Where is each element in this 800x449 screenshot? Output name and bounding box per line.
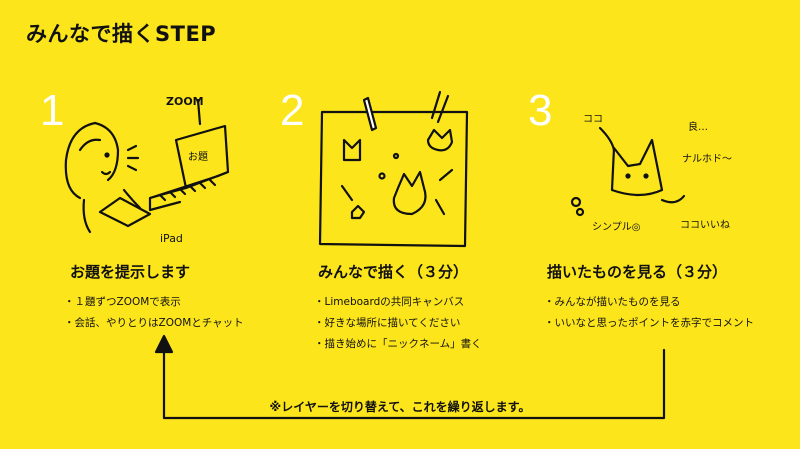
page-title: みんなで描くSTEP <box>26 22 217 46</box>
step-3-heading: 描いたものを見る（３分） <box>547 263 728 281</box>
ii-label: 良… <box>688 122 708 133</box>
canvas-board-sketch <box>318 90 469 248</box>
step-2-number: 2 <box>280 86 305 135</box>
naruhodo-label: ナルホド〜 <box>682 154 732 165</box>
koko-iine-label: ココいいね <box>680 220 730 231</box>
person-sketch <box>64 121 152 234</box>
ipad-label: iPad <box>160 232 183 245</box>
step-2-bullets: Limeboardの共同キャンバス 好きな場所に描いてください 描き始めに「ニッ… <box>314 292 482 355</box>
step-1-number: 1 <box>40 86 65 135</box>
list-item: 会話、やりとりはZOOMとチャット <box>64 313 244 334</box>
list-item: 描き始めに「ニックネーム」書く <box>314 334 482 355</box>
list-item: １題ずつZOOMで表示 <box>64 292 244 313</box>
laptop-sketch <box>148 98 230 212</box>
list-item: いいなと思ったポイントを赤字でコメント <box>544 313 755 334</box>
loop-arrow <box>154 334 666 420</box>
zoom-label: ZOOM <box>166 95 204 108</box>
step-1-heading: お題を提示します <box>70 263 191 281</box>
list-item: みんなが描いたものを見る <box>544 292 754 313</box>
step-3-number: 3 <box>528 86 553 135</box>
step-2-heading: みんなで描く（３分） <box>318 263 469 281</box>
footer-note: ※レイヤーを切り替えて、これを繰り返します。 <box>269 400 531 414</box>
list-item: Limeboardの共同キャンバス <box>314 292 482 313</box>
simple-label: シンプル◎ <box>592 222 641 233</box>
step-3-bullets: みんなが描いたものを見る いいなと思ったポイントを赤字でコメント <box>544 292 755 334</box>
list-item: 好きな場所に描いてください <box>314 313 482 334</box>
step-1-bullets: １題ずつZOOMで表示 会話、やりとりはZOOMとチャット <box>64 292 244 334</box>
cat-sketch <box>570 126 686 217</box>
odai-label: お題 <box>188 152 208 163</box>
koko-label: ココ <box>583 114 603 125</box>
